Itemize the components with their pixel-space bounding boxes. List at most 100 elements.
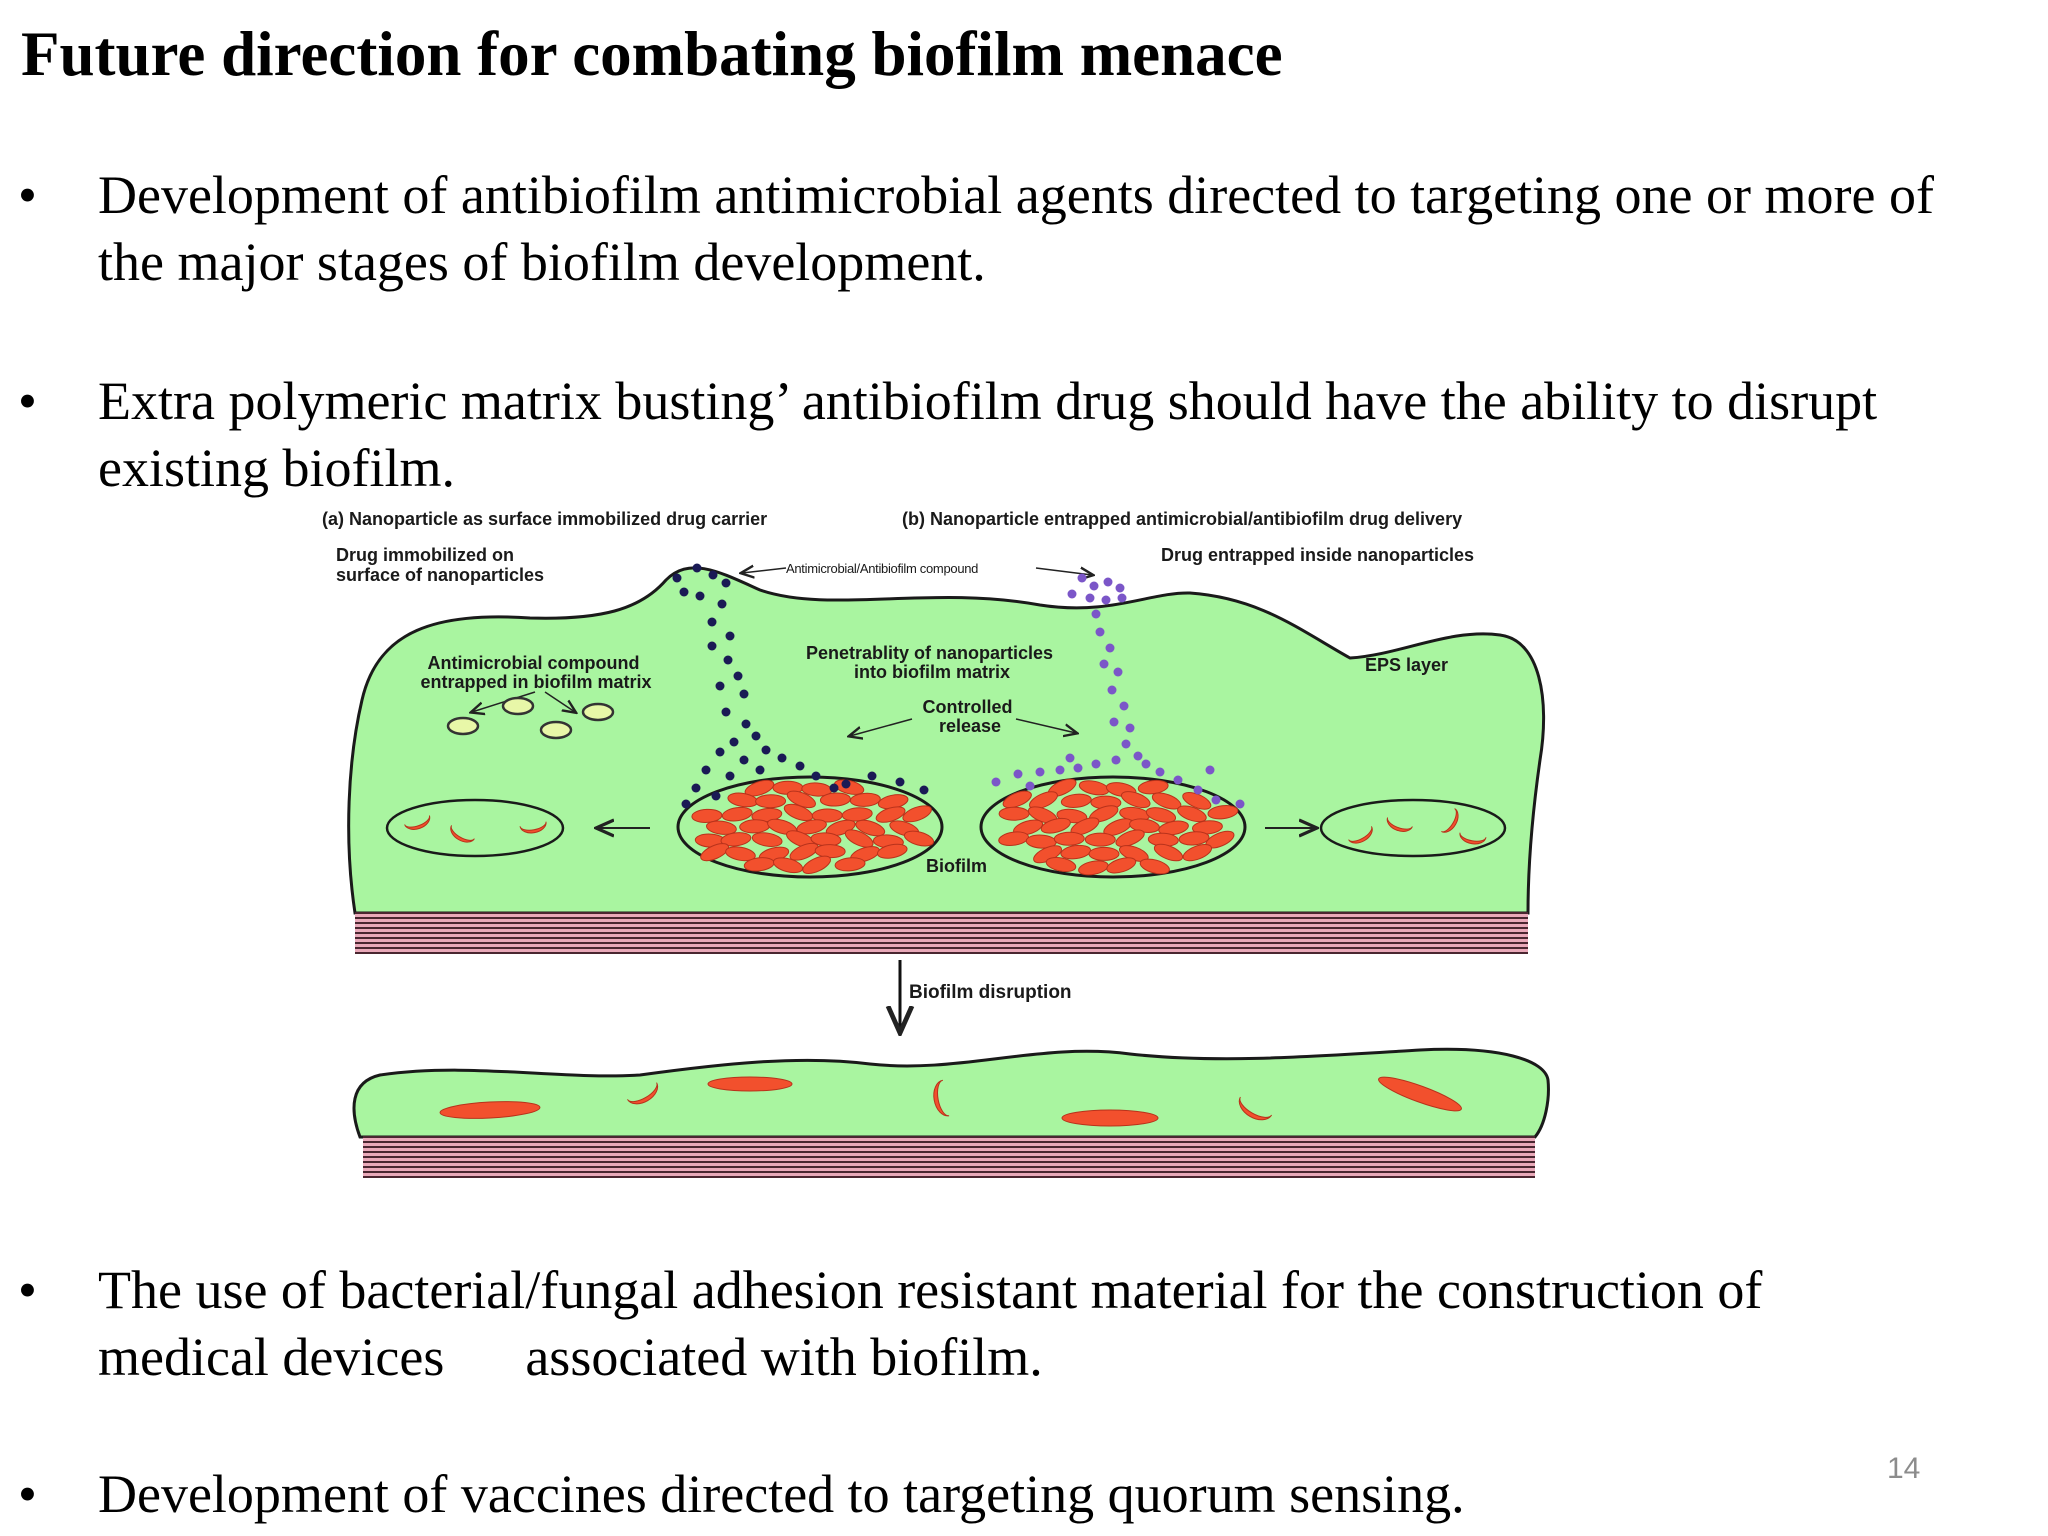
bacterial-cell xyxy=(706,820,737,835)
dispersed-cell xyxy=(1061,1109,1159,1127)
bacterial-cell xyxy=(876,843,908,859)
bacterial-cells-left xyxy=(691,779,935,874)
bacterial-cell xyxy=(1182,844,1213,862)
bacterial-cell xyxy=(725,846,756,862)
drug-particle xyxy=(692,563,702,573)
drug-particle xyxy=(672,573,682,583)
drug-particle xyxy=(1115,583,1125,593)
biofilm-disruption-label: Biofilm disruption xyxy=(909,982,1072,1003)
bacterial-cell xyxy=(1153,843,1184,862)
bacterial-cell xyxy=(998,831,1030,846)
bacterial-cells-right xyxy=(998,778,1239,876)
bacterial-cell xyxy=(744,779,775,797)
dispersed-cell xyxy=(1378,1076,1462,1112)
penetrability-label: Penetrablity of nanoparticles into biofi… xyxy=(806,643,1058,682)
drug-particle xyxy=(1085,593,1095,603)
bacterial-cell xyxy=(796,819,827,835)
bacterial-cell xyxy=(1207,805,1239,820)
bacterial-cell xyxy=(1045,857,1077,873)
arrow-release-left xyxy=(850,718,913,736)
drug-particle xyxy=(1103,577,1113,587)
drug-particle xyxy=(1121,739,1131,749)
drug-particle xyxy=(1235,799,1245,809)
drug-particle xyxy=(707,641,717,651)
bacterial-cell xyxy=(789,842,819,861)
biofilm-cluster-right xyxy=(979,775,1247,879)
bullet-marker: • xyxy=(18,1464,37,1524)
drug-particle xyxy=(1125,723,1135,733)
arrow-compound-left xyxy=(742,568,787,573)
bacterial-cell xyxy=(1088,846,1120,861)
bullet-text: The use of bacterial/fungal adhesion res… xyxy=(98,1257,2048,1391)
bacterial-cell xyxy=(691,808,723,823)
controlled-release-label: Controlled release xyxy=(922,697,1017,736)
slide-title: Future direction for combating biofilm m… xyxy=(21,19,1283,89)
drug-particle xyxy=(1035,767,1045,777)
drug-particle xyxy=(1119,701,1129,711)
dispersed-cell xyxy=(439,1101,541,1119)
drug-particles-purple xyxy=(991,573,1245,809)
drug-particle xyxy=(761,745,771,755)
bacterial-cell xyxy=(834,857,866,872)
drug-particle xyxy=(895,777,905,787)
bacterial-cell xyxy=(721,806,753,822)
bacterial-cell xyxy=(1029,791,1058,810)
drug-particle xyxy=(1055,765,1065,775)
bullet-line: the major stages of biofilm development. xyxy=(98,232,986,292)
disrupted-cluster-left xyxy=(385,798,565,858)
bullet-marker: • xyxy=(18,165,37,225)
drug-particle xyxy=(919,785,929,795)
bacterial-cell xyxy=(1084,832,1116,847)
crescent-cell xyxy=(1348,826,1373,844)
drug-particle xyxy=(1193,785,1203,795)
drug-particle xyxy=(739,755,749,765)
arrow-release-right xyxy=(1015,718,1076,733)
drug-particle xyxy=(811,771,821,781)
drug-particle xyxy=(695,591,705,601)
bullet-text: Development of vaccines directed to targ… xyxy=(98,1461,2048,1528)
bullet-text: Development of antibiofilm antimicrobial… xyxy=(98,162,2048,296)
bacterial-cell xyxy=(1177,805,1207,823)
drug-particle xyxy=(1065,753,1075,763)
drug-particle xyxy=(721,578,731,588)
drug-particle xyxy=(1173,775,1183,785)
bacterial-cell xyxy=(844,829,874,848)
bacterial-cell xyxy=(1120,791,1151,809)
drug-particle xyxy=(1091,759,1101,769)
drug-particle xyxy=(1205,765,1215,775)
drug-entrapped-label: Drug entrapped inside nanoparticles xyxy=(1161,545,1474,565)
drug-particle xyxy=(715,681,725,691)
disrupted-matrix xyxy=(352,1047,1550,1139)
drug-particle xyxy=(1101,595,1111,605)
drug-particle xyxy=(1107,685,1117,695)
drug-particle xyxy=(777,753,787,763)
disrupted-cluster-right xyxy=(1319,798,1507,858)
bacterial-cell xyxy=(998,806,1030,821)
bacterial-cell xyxy=(902,805,932,823)
bacterial-cell xyxy=(1040,817,1071,834)
bacterial-cell xyxy=(875,806,906,823)
biofilm-cluster-left xyxy=(676,775,944,879)
drug-particle xyxy=(725,631,735,641)
bacterial-cell xyxy=(1178,831,1210,846)
bullet-line: medical devices associated with biofilm. xyxy=(98,1327,1043,1387)
compound-label: Antimicrobial/Antibiofilm compound xyxy=(786,561,978,576)
entrapped-particles xyxy=(446,696,615,740)
bullet-line: Extra polymeric matrix busting’ antibiof… xyxy=(98,371,1878,431)
bacterial-cell xyxy=(755,794,787,809)
page-number: 14 xyxy=(1887,1452,1921,1485)
drug-particle xyxy=(725,771,735,781)
drug-particle xyxy=(1025,781,1035,791)
substrate-top xyxy=(355,912,1528,954)
drug-particle xyxy=(739,689,749,699)
bullet-text: Extra polymeric matrix busting’ antibiof… xyxy=(98,368,2048,502)
bacterial-cell xyxy=(1060,844,1092,860)
bacterial-cell xyxy=(1060,793,1092,808)
drug-particle xyxy=(679,587,689,597)
bacterial-cell xyxy=(1002,790,1032,809)
bacterial-cell xyxy=(700,843,730,862)
drug-particle xyxy=(1211,795,1221,805)
biofilm-label: Biofilm xyxy=(926,856,987,876)
drug-particle xyxy=(1013,769,1023,779)
bullet-line: existing biofilm. xyxy=(98,438,455,498)
